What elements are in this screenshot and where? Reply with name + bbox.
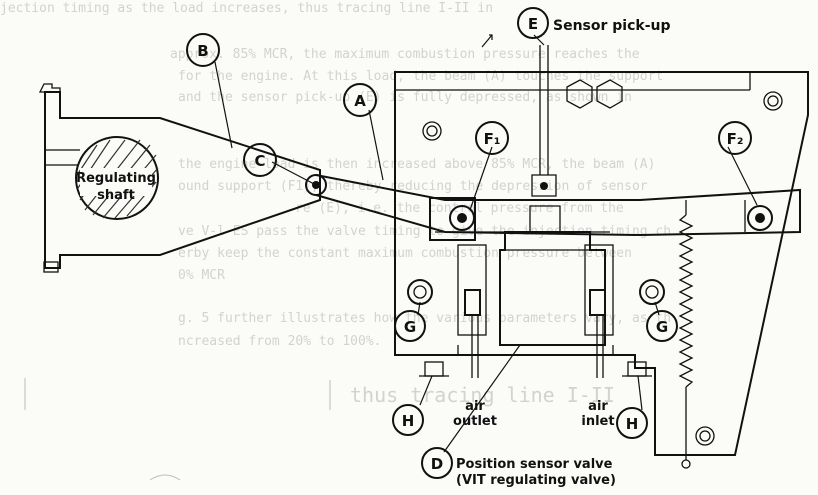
callout-d: D bbox=[421, 447, 453, 479]
callout-h-left: H bbox=[392, 404, 424, 436]
callout-f2: F₂ bbox=[718, 121, 752, 155]
sensor-pickup-label: Sensor pick-up bbox=[553, 18, 671, 34]
support-f2 bbox=[747, 205, 773, 231]
regulating-shaft-label-1: Regulating bbox=[76, 171, 156, 186]
air-inlet-label-2: inlet bbox=[581, 414, 614, 429]
callout-g-left: G bbox=[394, 310, 426, 342]
support-f1 bbox=[449, 205, 475, 231]
bg-sketch bbox=[24, 378, 331, 481]
valve-label-1: Position sensor valve bbox=[456, 457, 613, 472]
svg-text:H: H bbox=[626, 415, 639, 433]
position-sensor-valve bbox=[457, 205, 614, 378]
bg-text-line: thus tracing line I-II bbox=[350, 383, 615, 407]
regulating-shaft-label-2: shaft bbox=[97, 188, 135, 203]
mounting-plate bbox=[394, 45, 809, 456]
svg-text:A: A bbox=[354, 92, 366, 110]
svg-text:B: B bbox=[197, 42, 208, 60]
bg-text-line: and the sensor pick-up (E) is fully depr… bbox=[178, 90, 632, 105]
bg-text-line: ound support (F1), thereby reducing the … bbox=[178, 179, 648, 194]
callout-a: A bbox=[343, 83, 377, 117]
valve-label-2: (VIT regulating valve) bbox=[456, 473, 616, 488]
svg-text:G: G bbox=[656, 318, 668, 336]
bg-text-line: ncreased from 20% to 100%. bbox=[178, 334, 382, 349]
feet-h bbox=[419, 361, 652, 377]
svg-text:F₁: F₁ bbox=[484, 130, 501, 148]
svg-text:E: E bbox=[528, 15, 538, 33]
svg-text:C: C bbox=[254, 152, 265, 170]
bg-text-line: the engine load is then increased above … bbox=[178, 157, 655, 172]
bg-text-line: 0% MCR bbox=[178, 268, 225, 283]
svg-text:F₂: F₂ bbox=[727, 130, 744, 148]
callout-g-right: G bbox=[646, 310, 678, 342]
tension-spring bbox=[678, 200, 694, 469]
callout-f1: F₁ bbox=[475, 121, 509, 155]
air-inlet-label-1: air bbox=[588, 399, 608, 414]
leader-lines bbox=[214, 34, 758, 453]
svg-text:G: G bbox=[404, 318, 416, 336]
svg-text:H: H bbox=[402, 412, 415, 430]
bg-text-line: approx. 85% MCR, the maximum combustion … bbox=[170, 47, 640, 62]
air-outlet-label-1: air bbox=[465, 399, 485, 414]
callout-c: C bbox=[243, 143, 277, 177]
callout-b: B bbox=[186, 33, 220, 67]
bolts-g bbox=[407, 279, 665, 305]
svg-text:D: D bbox=[431, 455, 443, 473]
lever-arm-b: Regulating shaft bbox=[38, 83, 327, 273]
callout-h-right: H bbox=[616, 407, 648, 439]
callout-e: E bbox=[517, 7, 549, 39]
bg-text-line: ve V-l-ES pass the valve timing to give … bbox=[178, 224, 671, 239]
support-bracket bbox=[429, 197, 773, 241]
bg-text-line: g. 5 further illustrates how the various… bbox=[178, 311, 671, 326]
bg-text-line: jection timing as the load increases, th… bbox=[0, 1, 493, 16]
bg-text-line: erby keep the constant maximum combustio… bbox=[178, 246, 632, 261]
air-outlet-label-2: outlet bbox=[453, 414, 497, 429]
